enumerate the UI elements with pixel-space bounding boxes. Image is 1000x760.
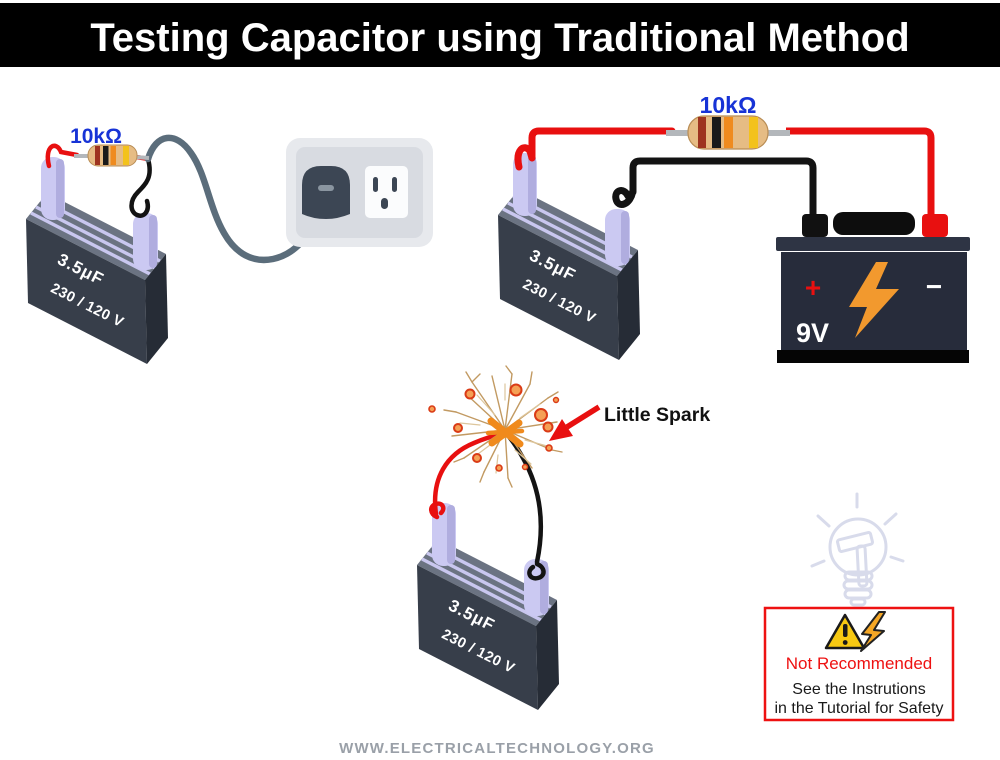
resistor-battery — [666, 115, 790, 150]
capacitor-spark: 3.5μF 230 / 120 V — [415, 501, 561, 712]
lightning-bolt-icon — [849, 262, 899, 338]
outlet-slot-right — [392, 177, 397, 192]
black-wire-spark — [507, 435, 546, 581]
battery-terminal-positive — [922, 214, 948, 237]
warning-line2: in the Tutorial for Safety — [775, 700, 944, 717]
red-wire-battery-right — [786, 127, 935, 214]
battery-voltage-label: 9V — [796, 318, 829, 348]
power-plug — [302, 166, 350, 219]
battery-base — [777, 350, 969, 363]
warning-box: Not Recommended See the Instrutions in t… — [763, 606, 955, 722]
resistor-value-label: 10kΩ — [70, 125, 122, 148]
resistor-mains — [74, 144, 150, 167]
banner-bar — [0, 3, 1000, 67]
plug-notch — [318, 185, 334, 191]
website-label: WWW.ELECTRICALTECHNOLOGY.ORG — [339, 740, 655, 757]
warning-triangle-icon — [824, 613, 866, 650]
red-wire-mains — [45, 143, 80, 169]
page-title: Testing Capacitor using Traditional Meth… — [90, 16, 909, 60]
black-wire-mains — [129, 156, 152, 218]
arrow-shaft — [565, 404, 601, 430]
warning-line1: See the Instrutions — [792, 681, 925, 698]
warning-bolt-icon — [860, 611, 886, 652]
battery-terminal-negative — [802, 214, 828, 237]
spark-embers — [428, 383, 560, 472]
warning-border — [763, 606, 955, 722]
battery-handle — [833, 212, 915, 235]
spark-label: Little Spark — [604, 404, 710, 426]
capacitor-battery: 3.5μF 230 / 120 V — [496, 151, 642, 362]
spark-core — [485, 417, 525, 448]
spark-burst-light — [459, 383, 548, 474]
wall-outlet — [286, 138, 433, 247]
resistor-value-label: 10kΩ — [700, 92, 757, 118]
battery-test-diagram: 3.5μF 230 / 120 V 10kΩ + — [496, 92, 970, 363]
warning-heading: Not Recommended — [786, 654, 932, 673]
battery-9v: + − 9V — [776, 212, 970, 363]
outlet-receptacle — [365, 166, 408, 218]
idea-bulb-icon — [810, 492, 905, 607]
battery-top-strip — [776, 237, 970, 251]
arrow-head-icon — [549, 419, 573, 441]
outlet-ground-hole — [381, 198, 388, 209]
spark-test-diagram: 3.5μF 230 / 120 V — [415, 365, 710, 712]
battery-minus-sign: − — [926, 271, 942, 302]
mains-test-diagram: 3.5μF 230 / 120 V 10kΩ — [24, 125, 433, 366]
outlet-slot-left — [373, 177, 378, 192]
red-wire-battery-left — [514, 127, 676, 171]
battery-plus-sign: + — [805, 272, 821, 303]
title-banner: Testing Capacitor using Traditional Meth… — [0, 3, 1000, 67]
black-wire-battery — [612, 157, 817, 218]
spark-annotation: Little Spark — [549, 404, 710, 441]
capacitor-mains: 3.5μF 230 / 120 V — [24, 155, 170, 366]
